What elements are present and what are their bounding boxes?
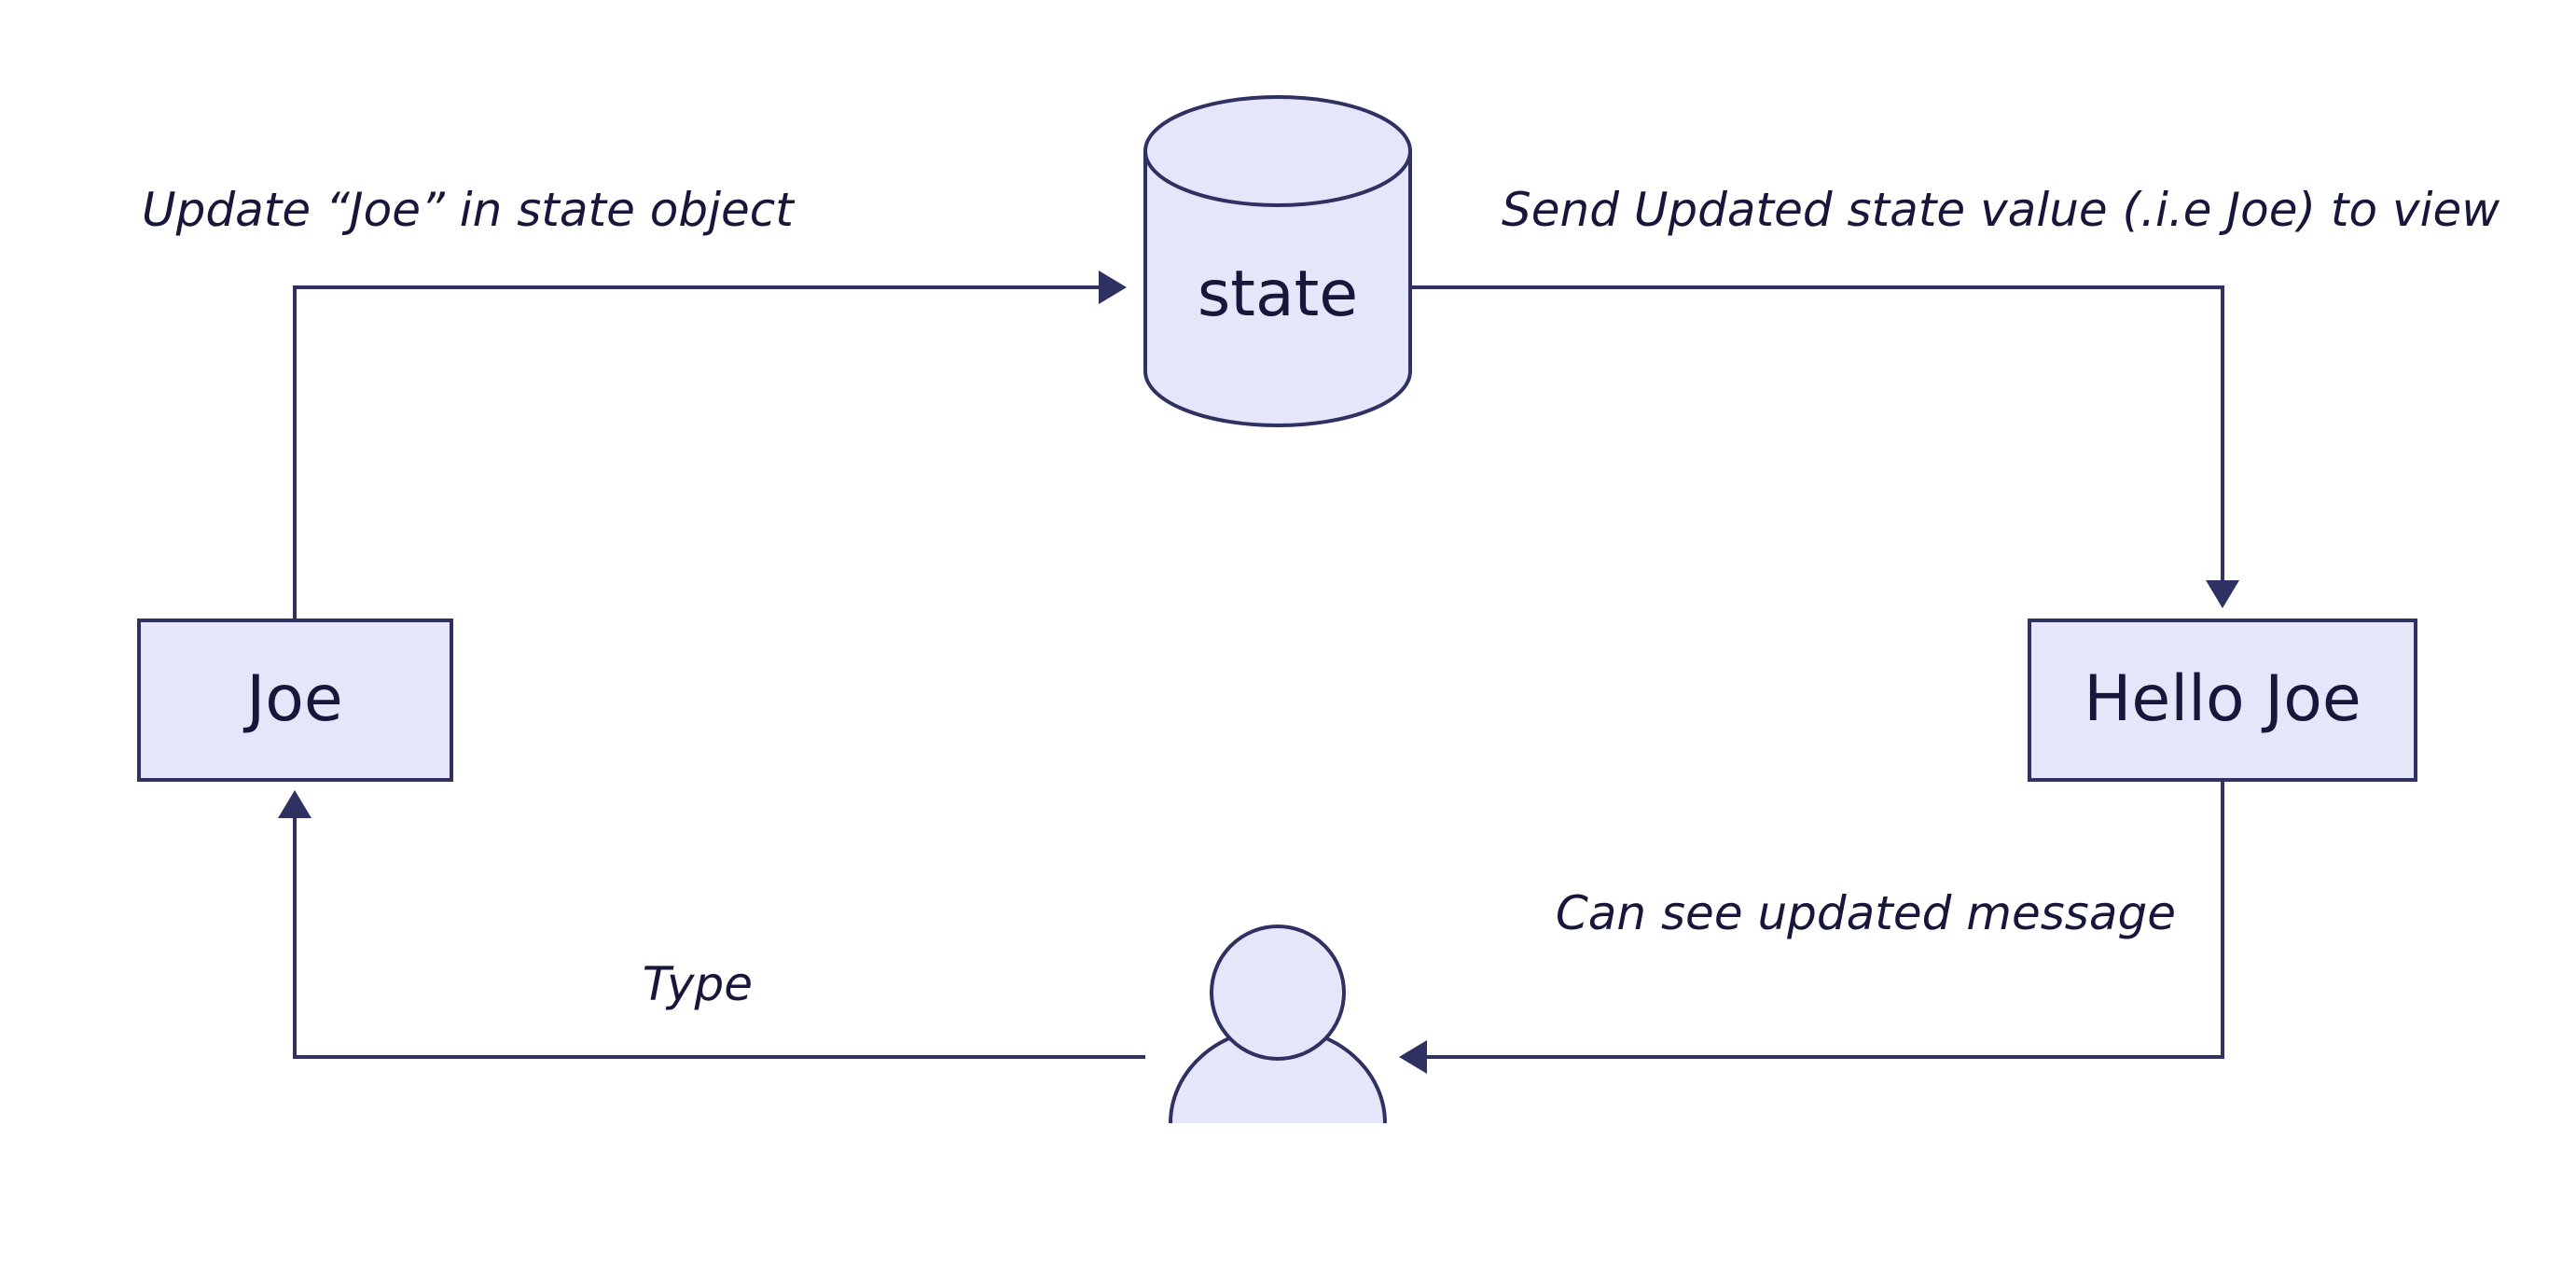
state-node: state bbox=[1143, 95, 1412, 427]
input-node-label: Joe bbox=[242, 662, 343, 736]
database-icon bbox=[1143, 95, 1412, 427]
input-node: Joe bbox=[137, 619, 453, 782]
view-node-box bbox=[2028, 619, 2417, 782]
view-node: Hello Joe bbox=[2028, 619, 2417, 782]
edge-user-to-input bbox=[278, 790, 1145, 1059]
edge-state-to-view bbox=[1410, 285, 2239, 608]
edge-label-state-to-view: Send Updated state value (.i.e Joe) to v… bbox=[1502, 183, 2500, 237]
edge-view-to-user bbox=[1399, 780, 2224, 1074]
arrow-left-icon bbox=[1399, 1040, 1427, 1074]
edge-label-user-to-input: Type bbox=[643, 957, 753, 1011]
edge-input-to-state bbox=[293, 271, 1127, 620]
user-icon bbox=[1169, 924, 1387, 1124]
input-node-box bbox=[137, 619, 453, 782]
view-node-label: Hello Joe bbox=[2084, 662, 2361, 736]
arrow-down-icon bbox=[2206, 580, 2239, 608]
arrow-up-icon bbox=[278, 790, 312, 818]
edge-label-view-to-user: Can see updated message bbox=[1556, 886, 2176, 940]
edge-label-input-to-state: Update “Joe” in state object bbox=[142, 183, 796, 237]
state-node-label: state bbox=[1198, 257, 1358, 331]
arrow-right-icon bbox=[1099, 271, 1127, 304]
